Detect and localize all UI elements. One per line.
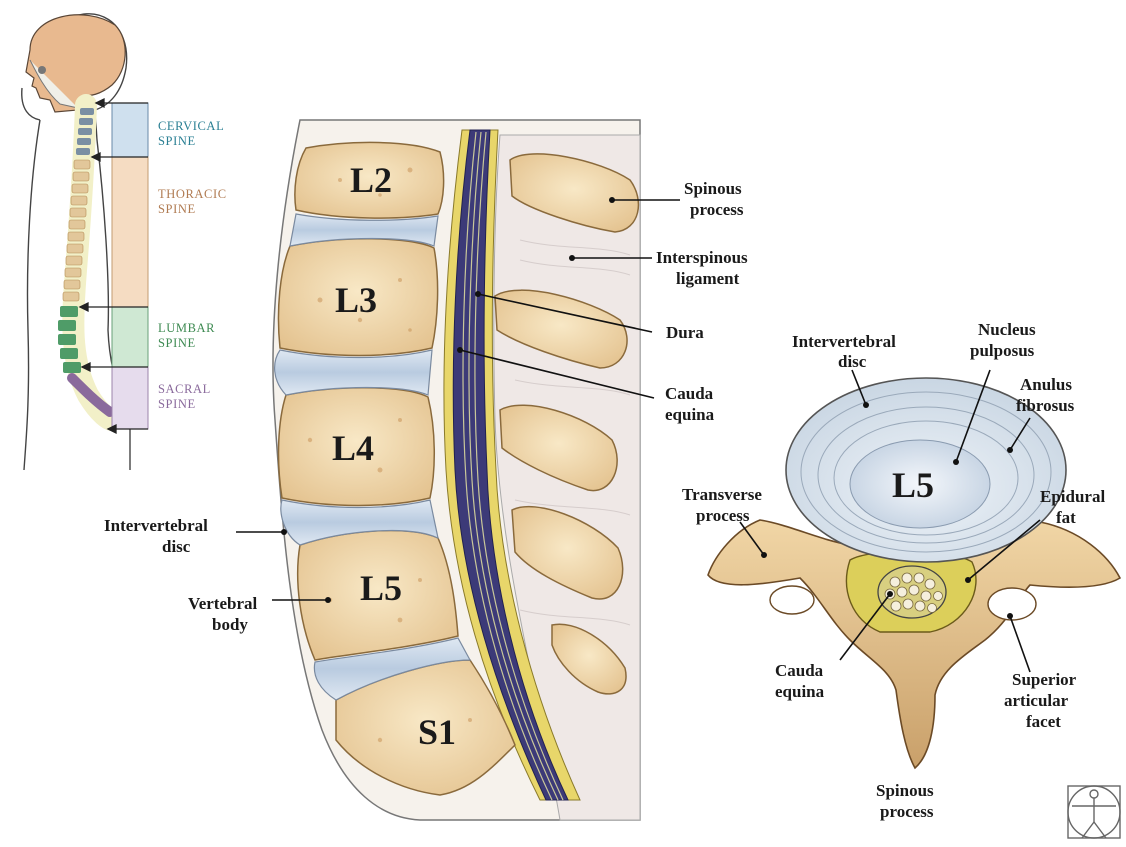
spinal-column xyxy=(58,105,112,420)
vertebra-label-l3: L3 xyxy=(335,280,377,320)
region-label-thoracic: THORACIC SPINE xyxy=(158,187,227,216)
svg-text:ligament: ligament xyxy=(676,269,740,288)
svg-text:SACRAL: SACRAL xyxy=(158,382,211,396)
svg-text:facet: facet xyxy=(1026,712,1061,731)
region-label-lumbar: LUMBAR SPINE xyxy=(158,321,215,350)
svg-text:process: process xyxy=(696,506,750,525)
region-label-cervical: CERVICAL SPINE xyxy=(158,119,224,148)
vertebra-label-s1: S1 xyxy=(418,712,456,752)
vitruvian-man-logo-icon xyxy=(1068,786,1120,838)
label-spinous-process: Spinous process xyxy=(684,179,744,219)
label-cauda-equina-axial: Cauda equina xyxy=(775,661,825,701)
svg-text:Anulus: Anulus xyxy=(1020,375,1072,394)
svg-text:Intervertebral: Intervertebral xyxy=(104,516,208,535)
vertebra-label-l4: L4 xyxy=(332,428,374,468)
svg-text:Nucleus: Nucleus xyxy=(978,320,1036,339)
skull xyxy=(26,15,125,112)
svg-text:process: process xyxy=(880,802,934,821)
sagittal-section: L2 L3 L4 L5 S1 xyxy=(273,120,640,820)
label-superior-articular-facet: Superior articular facet xyxy=(1004,670,1077,731)
svg-text:Interspinous: Interspinous xyxy=(656,248,748,267)
label-cauda-equina: Cauda equina xyxy=(665,384,715,424)
svg-text:Intervertebral: Intervertebral xyxy=(792,332,896,351)
label-dura: Dura xyxy=(666,323,704,342)
axial-vertebra-label: L5 xyxy=(892,465,934,505)
svg-text:Superior: Superior xyxy=(1012,670,1077,689)
svg-text:equina: equina xyxy=(775,682,825,701)
label-anulus-fibrosus: Anulus fibrosus xyxy=(1016,375,1075,415)
svg-text:SPINE: SPINE xyxy=(158,202,196,216)
svg-text:process: process xyxy=(690,200,744,219)
svg-text:Vertebral: Vertebral xyxy=(188,594,258,613)
svg-text:equina: equina xyxy=(665,405,715,424)
svg-text:fibrosus: fibrosus xyxy=(1016,396,1075,415)
label-intervertebral-disc-axial: Intervertebral disc xyxy=(792,332,896,371)
svg-text:LUMBAR: LUMBAR xyxy=(158,321,215,335)
svg-text:Spinous: Spinous xyxy=(876,781,934,800)
svg-text:disc: disc xyxy=(838,352,867,371)
svg-text:Spinous: Spinous xyxy=(684,179,742,198)
svg-text:Transverse: Transverse xyxy=(682,485,762,504)
label-transverse-process: Transverse process xyxy=(682,485,762,525)
label-nucleus-pulposus: Nucleus pulposus xyxy=(970,320,1036,360)
svg-text:pulposus: pulposus xyxy=(970,341,1035,360)
svg-text:SPINE: SPINE xyxy=(158,336,196,350)
svg-text:Epidural: Epidural xyxy=(1040,487,1105,506)
vertebra-label-l5: L5 xyxy=(360,568,402,608)
svg-text:SPINE: SPINE xyxy=(158,134,196,148)
svg-text:articular: articular xyxy=(1004,691,1069,710)
svg-text:Dura: Dura xyxy=(666,323,704,342)
region-label-sacral: SACRAL SPINE xyxy=(158,382,211,411)
label-intervertebral-disc-sagittal: Intervertebral disc xyxy=(104,516,208,556)
label-interspinous-ligament: Interspinous ligament xyxy=(656,248,748,288)
svg-text:SPINE: SPINE xyxy=(158,397,196,411)
svg-text:Cauda: Cauda xyxy=(775,661,824,680)
label-vertebral-body: Vertebral body xyxy=(188,594,258,634)
svg-text:disc: disc xyxy=(162,537,191,556)
label-spinous-process-axial: Spinous process xyxy=(876,781,934,821)
svg-text:body: body xyxy=(212,615,248,634)
svg-text:Cauda: Cauda xyxy=(665,384,714,403)
svg-text:CERVICAL: CERVICAL xyxy=(158,119,224,133)
svg-text:fat: fat xyxy=(1056,508,1076,527)
vertebra-label-l2: L2 xyxy=(350,160,392,200)
svg-text:THORACIC: THORACIC xyxy=(158,187,227,201)
